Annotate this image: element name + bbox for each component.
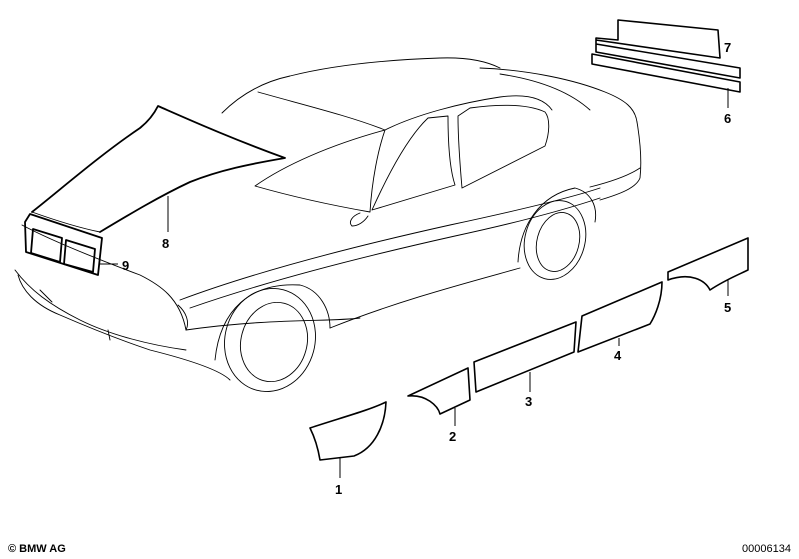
copyright-label: © BMW AG bbox=[8, 543, 66, 555]
callout-6: 6 bbox=[724, 111, 731, 126]
part-9-grille[interactable] bbox=[24, 213, 103, 276]
part-6-roof-strip[interactable] bbox=[591, 53, 741, 93]
part-7-roof-trim[interactable] bbox=[595, 19, 741, 79]
callout-labels: 1 2 3 4 5 6 7 8 9 bbox=[122, 40, 731, 497]
callout-2: 2 bbox=[449, 429, 456, 444]
callout-9: 9 bbox=[122, 258, 129, 273]
callout-5: 5 bbox=[724, 300, 731, 315]
callout-8: 8 bbox=[162, 236, 169, 251]
part-5-rear-quarter[interactable] bbox=[667, 237, 749, 291]
part-1-front-corner[interactable] bbox=[309, 401, 387, 461]
leader-lines bbox=[100, 88, 729, 478]
part-2-fender-strip[interactable] bbox=[407, 367, 471, 415]
callout-4: 4 bbox=[614, 348, 622, 363]
part-8-hood[interactable] bbox=[31, 105, 286, 233]
callout-7: 7 bbox=[724, 40, 731, 55]
callout-1: 1 bbox=[335, 482, 342, 497]
part-3-front-door[interactable] bbox=[473, 321, 577, 393]
part-4-rear-door[interactable] bbox=[577, 281, 663, 353]
callout-3: 3 bbox=[525, 394, 532, 409]
drawing-number: 00006134 bbox=[742, 543, 791, 555]
car-outline bbox=[14, 57, 642, 393]
